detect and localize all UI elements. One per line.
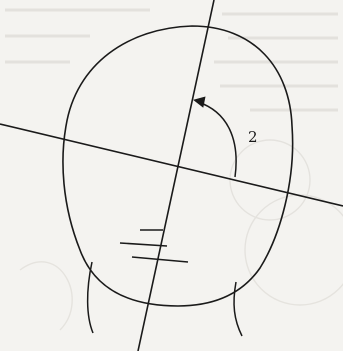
mouth-line-middle [120, 243, 167, 246]
rotation-arc [198, 102, 236, 177]
arrowhead-icon [194, 97, 205, 107]
angle-label: 2 [248, 128, 258, 146]
mouth-line-lower [132, 257, 188, 262]
vertical-axis-line [138, 0, 214, 351]
